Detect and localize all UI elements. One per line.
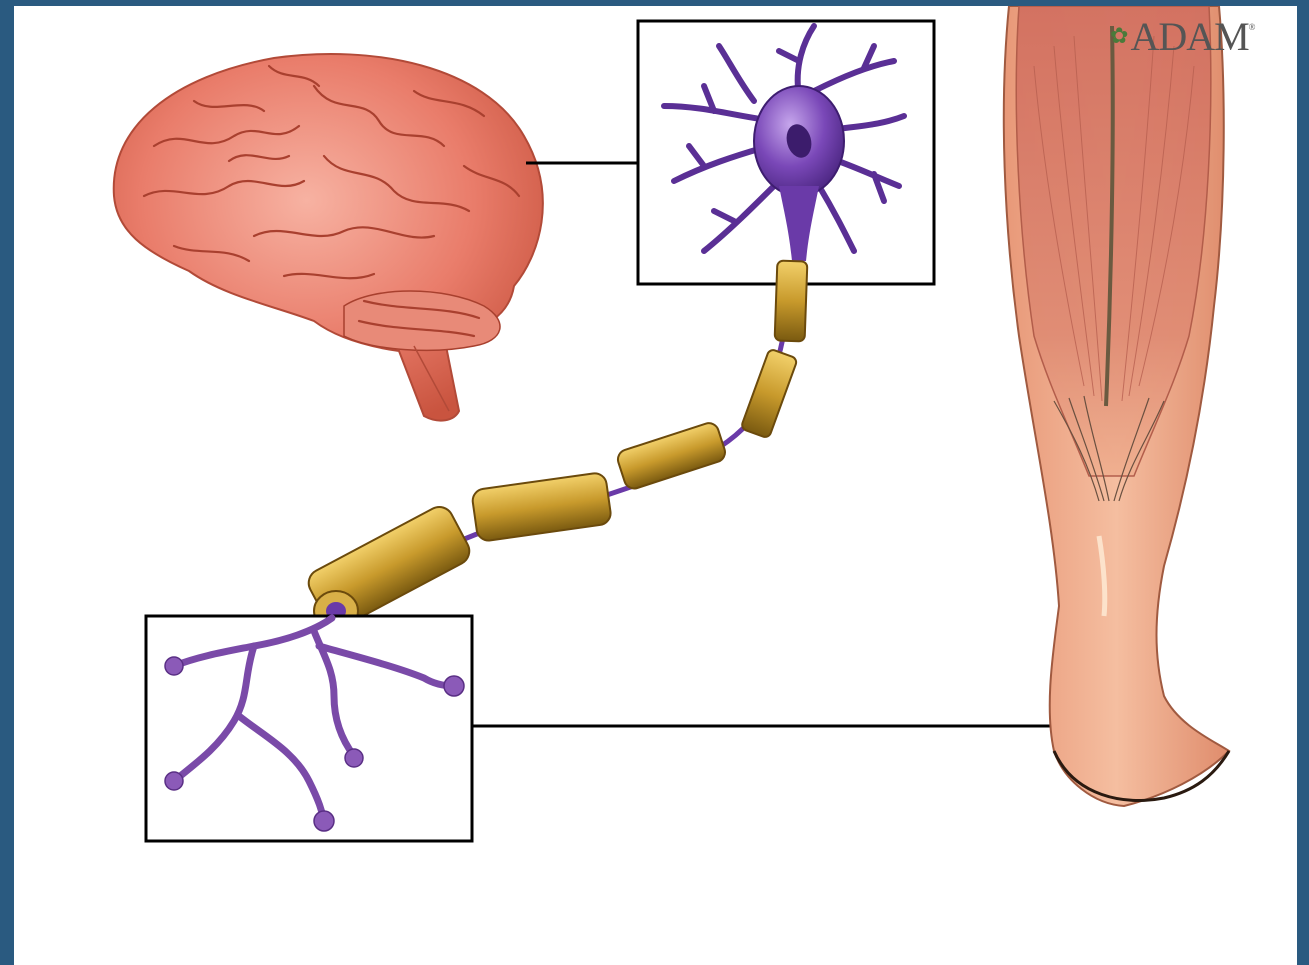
registered-mark: ®	[1249, 22, 1256, 32]
lower-leg-muscle	[1004, 6, 1229, 806]
adam-logo: ✿ ADAM ®	[1110, 16, 1256, 56]
brain-illustration	[114, 54, 543, 421]
neuron-pathway-illustration	[14, 6, 1297, 965]
adam-leaf-icon: ✿	[1110, 23, 1128, 49]
diagram-canvas: ✿ ADAM ®	[14, 6, 1297, 965]
terminal-inset-box	[146, 616, 472, 841]
logo-text: ADAM	[1130, 13, 1248, 60]
